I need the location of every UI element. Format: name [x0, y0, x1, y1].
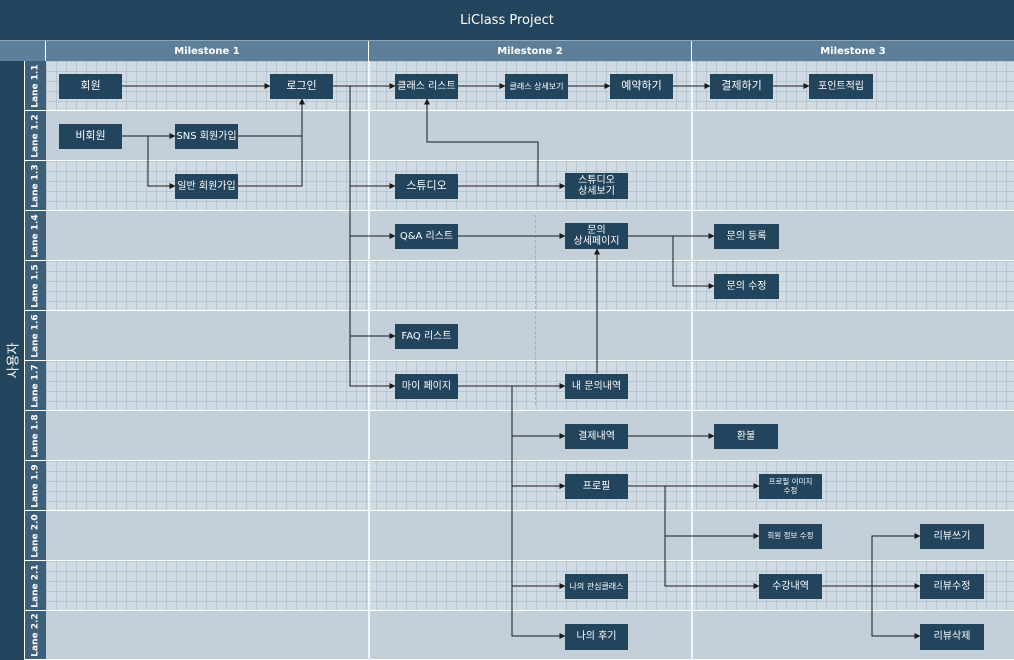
lane-label-1-3: Lane 1.3 — [25, 161, 46, 211]
edge-general-login — [238, 98, 305, 187]
edge-login-faq — [349, 236, 396, 339]
milestone-corner — [0, 41, 46, 61]
lane-label-1-9: Lane 1.9 — [25, 461, 46, 511]
node-studio-detail-line-1: 스튜디오 — [578, 174, 615, 186]
edge-mypage-profile — [511, 436, 566, 489]
edge-studiodetail-classlist — [424, 98, 539, 186]
lane-label-1-2: Lane 1.2 — [25, 111, 46, 161]
lane-label-1-5: Lane 1.5 — [25, 261, 46, 311]
guide-line — [535, 215, 536, 405]
lane-band — [46, 261, 1014, 311]
lane-label-1-4: Lane 1.4 — [25, 211, 46, 261]
node-points[interactable]: 포인트적립 — [809, 74, 873, 99]
diagram-title: LiClass Project — [0, 0, 1014, 41]
edge-inquiry-edit — [672, 236, 715, 289]
milestone-divider — [691, 61, 693, 660]
edge-login-studio — [349, 86, 396, 189]
lane-label-1-7: Lane 1.7 — [25, 361, 46, 411]
lane-band — [46, 311, 1014, 361]
node-inquiry-register[interactable]: 문의 등록 — [714, 224, 779, 249]
node-general-signup[interactable]: 일반 회원가입 — [175, 174, 238, 199]
lane-band — [46, 511, 1014, 561]
node-login[interactable]: 로그인 — [270, 74, 333, 99]
node-my-reviews[interactable]: 나의 후기 — [565, 624, 628, 650]
lane-label-1-1: Lane 1.1 — [25, 61, 46, 111]
node-refund[interactable]: 환불 — [714, 424, 778, 449]
node-member-info-edit[interactable]: 회원 정보 수정 — [759, 524, 822, 549]
node-inquiry-detail-line-1: 문의 — [587, 224, 606, 236]
edge-mypage-reviews — [511, 586, 566, 639]
edge-sns-login — [238, 98, 305, 137]
node-inquiry-edit[interactable]: 문의 수정 — [714, 274, 779, 299]
node-sns-signup[interactable]: SNS 회원가입 — [175, 124, 238, 149]
node-studio-detail-line-2: 상세보기 — [578, 186, 615, 197]
lane-label-2-1: Lane 2.1 — [25, 561, 46, 611]
edge-login-mypage — [349, 336, 396, 389]
node-inquiry-detail-line-2: 상세페이지 — [573, 236, 620, 247]
milestone-header-3: Milestone 3 — [692, 41, 1014, 61]
edge-course-write — [822, 533, 921, 587]
node-delete-review[interactable]: 리뷰삭제 — [920, 624, 984, 650]
edge-course-delete — [871, 586, 921, 639]
milestone-header-2: Milestone 2 — [369, 41, 692, 61]
node-profile-image-edit[interactable]: 프로필 이미지 수정 — [759, 474, 822, 499]
node-studio-detail[interactable]: 스튜디오 상세보기 — [565, 173, 628, 199]
milestone-divider — [368, 61, 370, 660]
edge-profile-memberinfo — [664, 486, 760, 539]
edge-nonmember-general — [147, 136, 176, 189]
node-edit-review[interactable]: 리뷰수정 — [920, 574, 984, 599]
node-inquiry-detail[interactable]: 문의 상세페이지 — [565, 223, 628, 249]
lane-label-1-6: Lane 1.6 — [25, 311, 46, 361]
node-my-page[interactable]: 마이 페이지 — [395, 374, 458, 399]
edge-login-qa — [349, 186, 396, 239]
node-studio[interactable]: 스튜디오 — [395, 174, 458, 199]
node-write-review[interactable]: 리뷰쓰기 — [920, 524, 984, 549]
node-profile-image-edit-line-1: 프로필 이미지 — [768, 476, 813, 486]
node-pay[interactable]: 결제하기 — [710, 74, 773, 99]
node-class-list[interactable]: 클래스 리스트 — [395, 74, 458, 99]
node-faq-list[interactable]: FAQ 리스트 — [395, 324, 458, 349]
node-course-history[interactable]: 수강내역 — [759, 574, 822, 599]
lane-label-2-0: Lane 2.0 — [25, 511, 46, 561]
node-non-member[interactable]: 비회원 — [59, 124, 122, 149]
edge-mypage-payment — [511, 386, 566, 439]
node-profile[interactable]: 프로필 — [565, 474, 628, 499]
node-qa-list[interactable]: Q&A 리스트 — [395, 224, 458, 249]
node-reserve[interactable]: 예약하기 — [610, 74, 673, 99]
node-class-detail[interactable]: 클래스 상세보기 — [505, 74, 568, 99]
node-profile-image-edit-line-2: 수정 — [783, 485, 798, 495]
edge-profile-course — [664, 536, 760, 589]
node-payment-history[interactable]: 결제내역 — [565, 424, 628, 449]
actor-pool-label: 사용자 — [0, 61, 25, 660]
lane-label-1-8: Lane 1.8 — [25, 411, 46, 461]
node-my-inquiries[interactable]: 내 문의내역 — [565, 374, 628, 399]
edge-mypage-interest — [511, 486, 566, 589]
node-member[interactable]: 회원 — [59, 74, 122, 99]
node-my-interest-classes[interactable]: 나의 관심클래스 — [565, 574, 628, 599]
milestone-header-1: Milestone 1 — [46, 41, 369, 61]
